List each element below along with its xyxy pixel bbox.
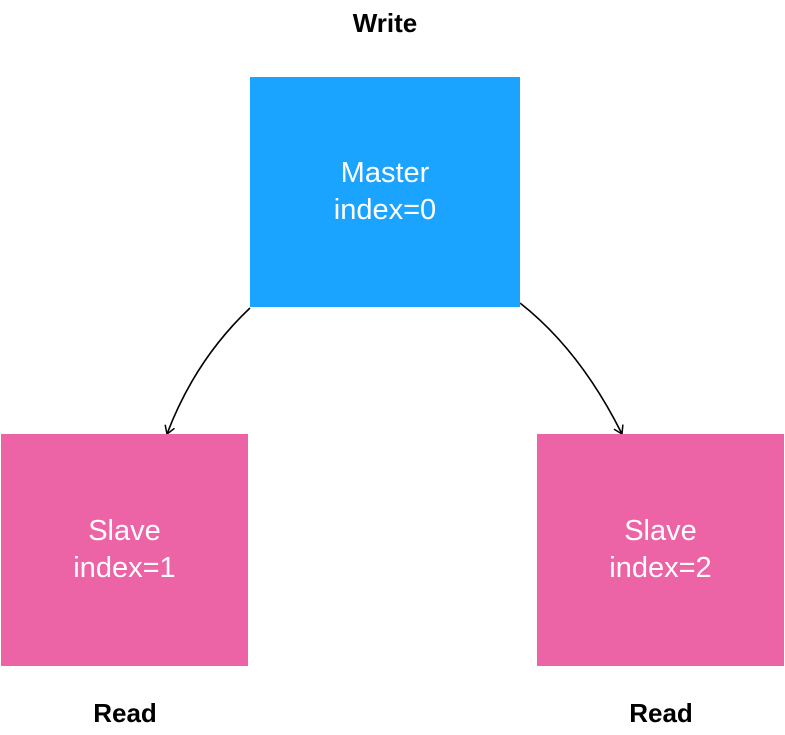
edge-master-to-slave-1 (164, 307, 251, 436)
slave-2-index-label: index=2 (609, 552, 712, 584)
master-node: Master index=0 (250, 77, 520, 307)
slave-node-2: Slave index=2 (537, 434, 784, 666)
slave-2-role-label: Slave (624, 515, 697, 547)
slave-node-1: Slave index=1 (1, 434, 248, 666)
master-role-label: Master (340, 157, 430, 189)
edge-master-to-slave-2 (519, 302, 624, 436)
slave-1-index-label: index=1 (73, 552, 176, 584)
read-label-left: Read (93, 698, 157, 728)
write-label: Write (352, 8, 418, 38)
master-index-label: index=0 (333, 194, 437, 226)
slave-1-role-label: Slave (88, 515, 161, 547)
read-label-right: Read (629, 698, 693, 728)
